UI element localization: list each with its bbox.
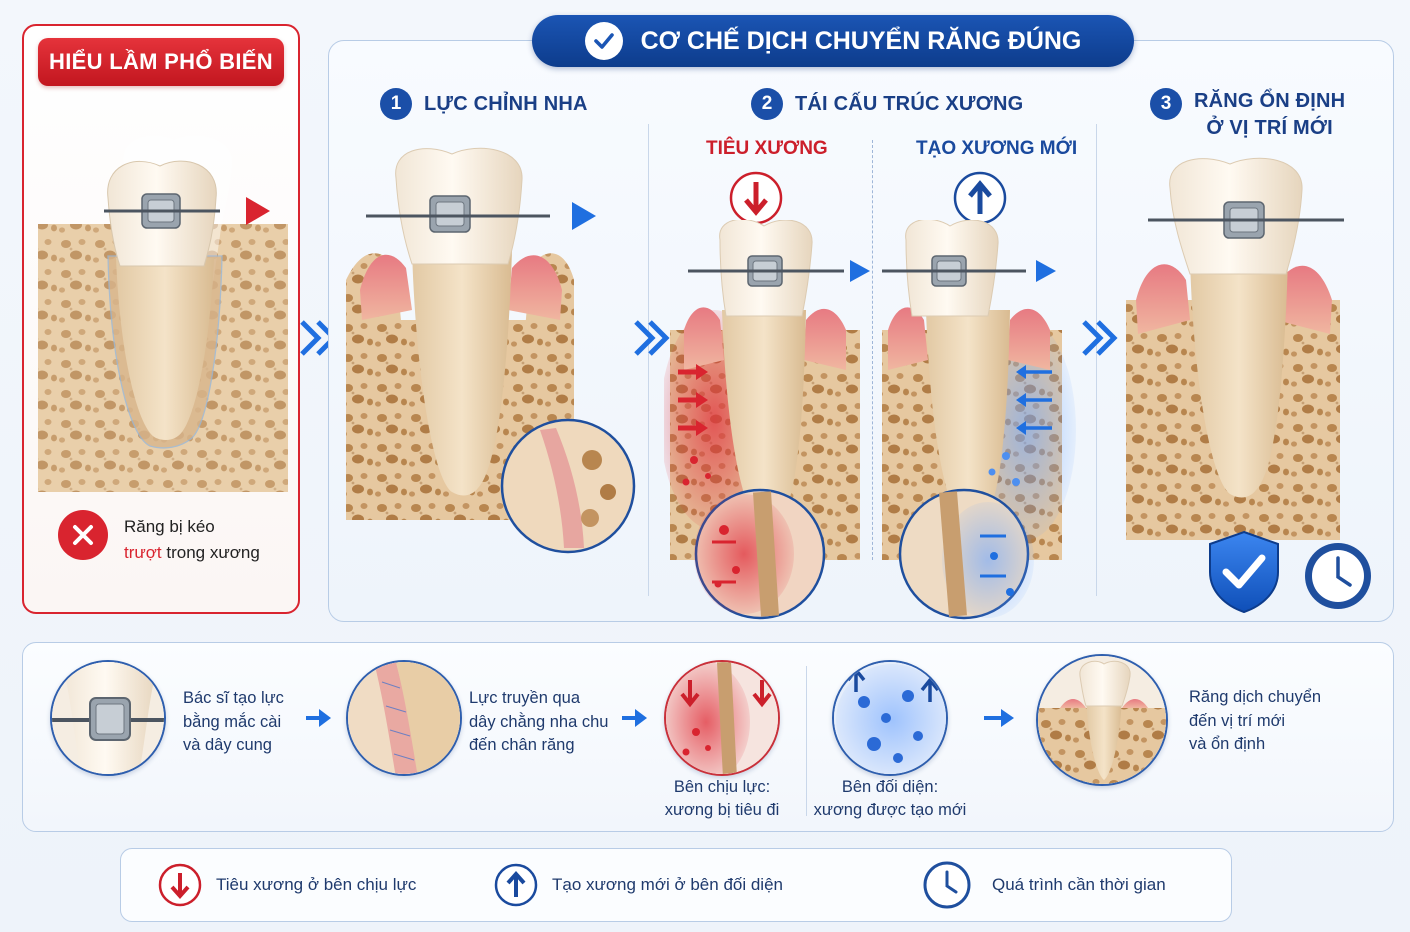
- process-4-line2: xương được tạo mới: [813, 801, 967, 819]
- up-arrow-icon: [953, 171, 1007, 225]
- step-1-label: LỰC CHỈNH NHA: [424, 93, 588, 115]
- step-1-header: 1 LỰC CHỈNH NHA: [380, 88, 588, 120]
- misconception-tooth-illustration: [38, 135, 288, 492]
- misconception-note: Răng bị kéo trượt trong xương: [58, 508, 298, 572]
- process-bracket-image: [50, 660, 166, 776]
- process-3-line1: Bên chịu lực:: [673, 778, 771, 796]
- step-1-number: 1: [380, 88, 412, 120]
- arrow-right-icon: [984, 709, 1014, 727]
- process-divider: [806, 666, 807, 816]
- process-2-line2: dây chằng nha chu: [469, 712, 609, 731]
- legend-label-time: Quá trình cần thời gian: [992, 875, 1166, 894]
- step-1-illustration: [346, 147, 636, 554]
- down-arrow-icon: [158, 863, 202, 907]
- legend-item-time: Quá trình cần thời gian: [922, 860, 1166, 910]
- arrow-right-icon: [306, 709, 331, 727]
- process-5-line2: đến vị trí mới: [1189, 711, 1286, 730]
- misconception-line1: Răng bị kéo: [124, 517, 215, 536]
- formation-label: TẠO XƯƠNG MỚI: [916, 138, 1078, 159]
- step-3-number: 3: [1150, 88, 1182, 120]
- legend-panel: [120, 848, 1232, 922]
- check-icon: [584, 22, 623, 60]
- chevron-right-icon: [1082, 320, 1118, 356]
- legend-label-formation: Tạo xương mới ở bên đối diện: [552, 875, 783, 894]
- process-2-line3: đến chân răng: [469, 736, 575, 754]
- process-caption-3: Bên chịu lực: xương bị tiêu đi: [642, 776, 802, 822]
- process-4-line1: Bên đối diện:: [841, 778, 939, 796]
- step-3-label-line2: Ở VỊ TRÍ MỚI: [1206, 117, 1333, 139]
- process-resorption-image: [664, 660, 780, 776]
- process-text-5: Răng dịch chuyển đến vị trí mới và ổn đị…: [1189, 686, 1321, 757]
- mechanism-title-text: CƠ CHẾ DỊCH CHUYỂN RĂNG ĐÚNG: [640, 26, 1082, 55]
- chevron-right-icon: [634, 320, 670, 356]
- up-arrow-icon: [494, 863, 538, 907]
- section-divider-dashed: [872, 140, 873, 560]
- down-arrow-icon: [729, 171, 783, 225]
- misconception-badge: HIỂU LẦM PHỔ BIẾN: [38, 38, 284, 86]
- process-ligament-image: [346, 660, 462, 776]
- step-2-number: 2: [751, 88, 783, 120]
- misconception-highlight: trượt: [124, 543, 162, 562]
- section-divider: [648, 124, 649, 596]
- misconception-panel: Răng bị kéo trượt trong xương: [22, 24, 300, 614]
- section-divider: [1096, 124, 1097, 596]
- process-2-line1: Lực truyền qua: [469, 689, 581, 707]
- legend-item-resorption: Tiêu xương ở bên chịu lực: [158, 863, 416, 907]
- process-1-line2: bằng mắc cài: [183, 712, 282, 731]
- process-formation-image: [832, 660, 948, 776]
- resorption-label: TIÊU XƯƠNG: [706, 138, 828, 159]
- arrow-right-icon: [622, 709, 647, 727]
- process-1-line1: Bác sĩ tạo lực: [183, 689, 284, 707]
- step-3-header: 3 RĂNG ỔN ĐỊNH Ở VỊ TRÍ MỚI: [1150, 88, 1345, 142]
- misconception-line2: trong xương: [161, 543, 260, 562]
- close-icon: [58, 510, 108, 560]
- process-5-line3: và ổn định: [1189, 735, 1266, 753]
- clock-icon: [923, 861, 971, 909]
- process-1-line3: và dây cung: [183, 736, 272, 754]
- mechanism-title: CƠ CHẾ DỊCH CHUYỂN RĂNG ĐÚNG: [532, 15, 1134, 67]
- process-text-2: Lực truyền qua dây chằng nha chu đến châ…: [469, 687, 608, 758]
- process-text-1: Bác sĩ tạo lực bằng mắc cài và dây cung: [183, 687, 284, 758]
- formation-illustration: [882, 220, 1076, 620]
- step-2-header: 2 TÁI CẤU TRÚC XƯƠNG: [751, 88, 1023, 120]
- process-3-line2: xương bị tiêu đi: [664, 801, 780, 819]
- process-caption-4: Bên đối diện: xương được tạo mới: [810, 776, 970, 822]
- process-stable-tooth-image: [1036, 654, 1168, 786]
- resorption-illustration: [664, 220, 870, 620]
- clock-icon: [1305, 543, 1371, 609]
- legend-item-formation: Tạo xương mới ở bên đối diện: [494, 863, 783, 907]
- step-3-label-line1: RĂNG ỔN ĐỊNH: [1194, 90, 1346, 112]
- step-3-label: RĂNG ỔN ĐỊNH Ở VỊ TRÍ MỚI: [1194, 88, 1345, 142]
- shield-check-icon: [1209, 530, 1279, 614]
- process-5-line1: Răng dịch chuyển: [1189, 688, 1322, 706]
- step-2-label: TÁI CẤU TRÚC XƯƠNG: [795, 93, 1024, 115]
- legend-label-resorption: Tiêu xương ở bên chịu lực: [216, 875, 417, 894]
- step-3-illustration: [1126, 157, 1344, 540]
